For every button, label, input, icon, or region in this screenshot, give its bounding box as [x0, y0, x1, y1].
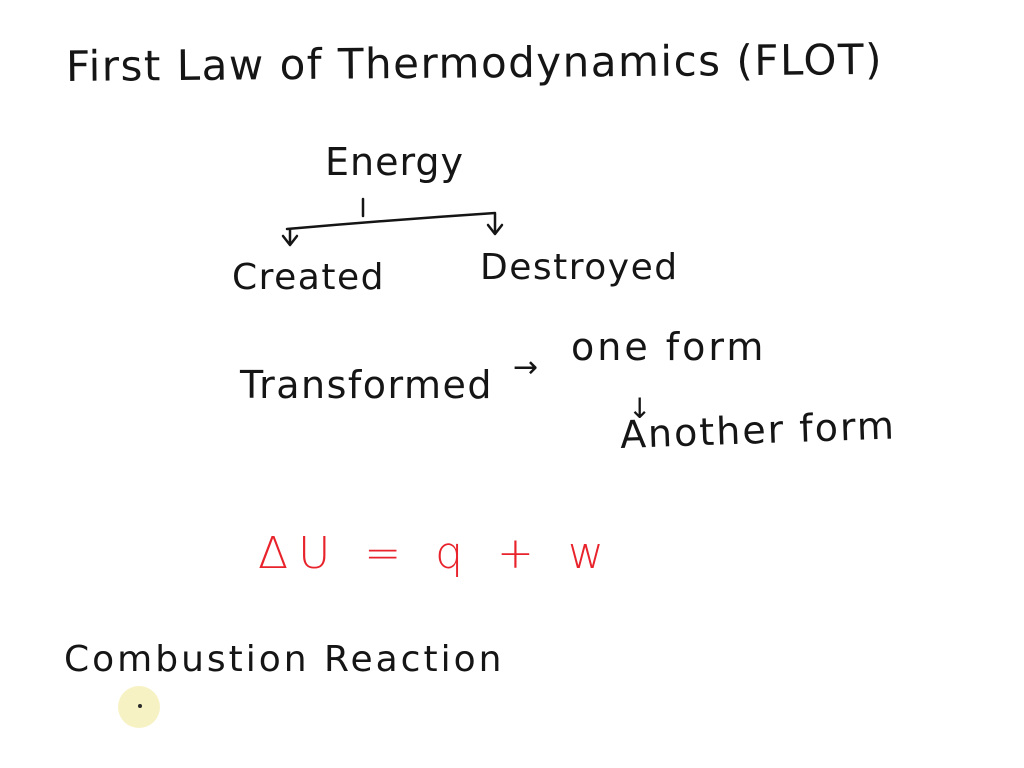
page-title: First Law of Thermodynamics (FLOT)	[65, 34, 884, 91]
one-form-label: one form	[571, 325, 767, 369]
another-form-label: Another form	[619, 403, 897, 457]
combustion-reaction-heading: Combustion Reaction	[64, 639, 505, 680]
destroyed-label: Destroyed	[480, 247, 679, 288]
arrowhead-left	[281, 234, 299, 247]
arrowhead-right	[486, 223, 504, 236]
first-law-equation: ΔU = q + w	[258, 528, 614, 579]
created-label: Created	[232, 257, 385, 298]
arrow-right-icon: →	[513, 350, 538, 385]
pen-cursor-icon	[138, 704, 142, 708]
transformed-label: Transformed	[240, 363, 494, 407]
branch-bar	[285, 211, 497, 231]
energy-label: Energy	[325, 140, 465, 184]
